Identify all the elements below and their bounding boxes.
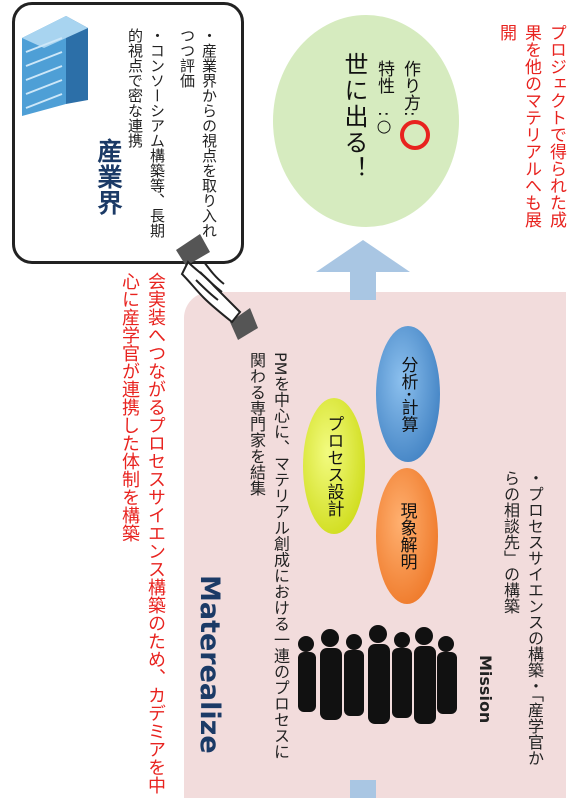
materealize-description: PMを中心に、マテリアル創成における一連のプロセスに関わる専門家を結集 [240,352,292,762]
output-circle [273,15,459,227]
industry-bullet-1: ・コンソーシアム構築等、長期的視点で密な連携 [122,28,168,248]
output-title: 世に出る！ [340,52,368,182]
building-icon [22,16,88,116]
bubble-phenomenon: 現象解明 [376,468,438,604]
right-caption: プロジェクトで得られた成果を他のマテリアルへも展開 [490,24,568,234]
people-silhouettes-icon [298,625,457,724]
output-method: 作り方: [400,60,420,117]
bubble-phenomenon-label: 現象解明 [396,502,417,570]
mission-items-text: ・プロセスサイエンスの構築・「産学官からの相談先」の構築 [501,470,544,766]
output-characteristic: 特性 :○ [374,60,394,137]
arrow-up-icon [316,240,410,272]
bubble-process-design: プロセス設計 [303,398,365,534]
industry-bullet-2-text: ・産業界からの視点を取り入れつつ評価 [178,28,218,238]
materealize-title: Materealize [194,575,225,754]
mission-title: Mission [476,655,495,724]
left-caption: 会実装へつながるプロセスサイエンス構築のため、カデミアを中心に産学官が連携した体… [112,272,168,802]
bubble-analysis: 分析･計算 [376,326,440,462]
handshake-icon [176,234,258,340]
red-circle-icon [400,120,430,150]
right-caption-text: プロジェクトで得られた成果を他のマテリアルへも展開 [496,24,566,228]
industry-bullet-1-text: ・コンソーシアム構築等、長期的視点で密な連携 [126,28,166,238]
arrow-shaft-bottom [350,780,376,798]
left-caption-text: 会実装へつながるプロセスサイエンス構築のため、カデミアを中心に産学官が連携した体… [119,272,166,794]
bubble-process-label: プロセス設計 [323,415,344,517]
mission-items: ・プロセスサイエンスの構築・「産学官からの相談先」の構築 [494,470,546,770]
industry-bullet-2: ・産業界からの視点を取り入れつつ評価 [174,28,220,248]
bubble-analysis-label: 分析･計算 [397,355,418,433]
materealize-description-text: PMを中心に、マテリアル創成における一連のプロセスに関わる専門家を結集 [247,352,290,760]
industry-title: 産業界 [94,138,123,216]
